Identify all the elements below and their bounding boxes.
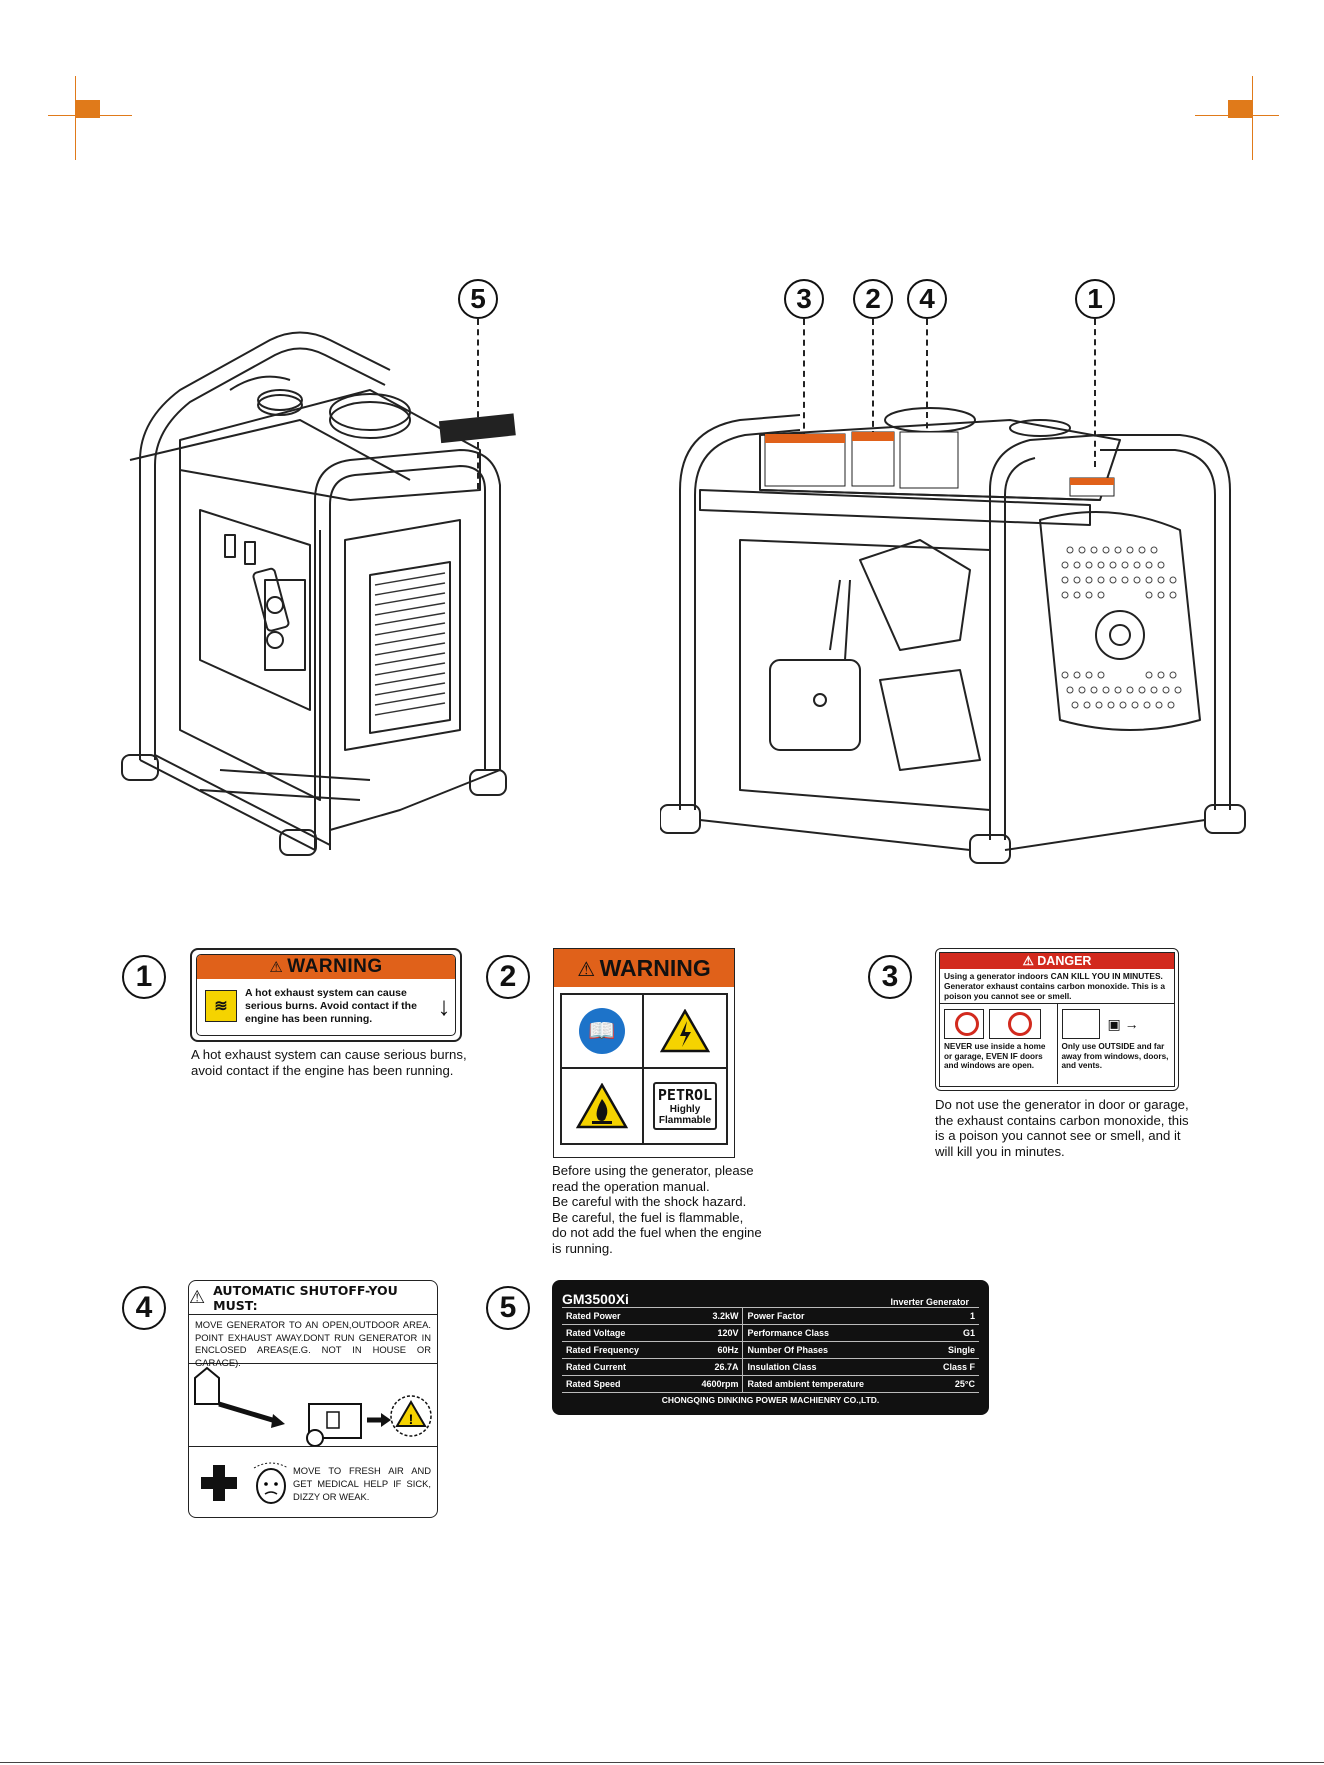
label-2-warning-symbols: ⚠ WARNING 📖 PETROL Highly Flammable — [553, 948, 735, 1158]
move-generator-outdoors-icon: ! — [194, 1366, 432, 1447]
label-1-header: ⚠ WARNING — [197, 955, 455, 979]
page-bottom-rule — [0, 1762, 1324, 1763]
read-manual-icon: 📖 — [579, 1008, 625, 1054]
label-3-danger-co: ⚠ DANGER Using a generator indoors CAN K… — [935, 948, 1179, 1091]
crop-mark-left-square — [76, 100, 100, 118]
label-4-text1: MOVE GENERATOR TO AN OPEN,OUTDOOR AREA. … — [189, 1315, 437, 1368]
label-number-2: 2 — [486, 955, 530, 999]
generator-outside-icon: ▣ → — [1107, 1015, 1139, 1032]
crop-mark-left-v — [75, 76, 76, 160]
label-2-header: ⚠ WARNING — [554, 949, 734, 987]
arrow-down-icon: ↓ — [437, 990, 451, 1021]
callout-4-leader — [926, 319, 928, 449]
label-3-only-text: Only use OUTSIDE and far away from windo… — [1061, 1042, 1169, 1070]
generator-type: Inverter Generator — [890, 1297, 969, 1307]
label-4-automatic-shutoff: ⚠ AUTOMATIC SHUTOFF-YOU MUST: MOVE GENER… — [188, 1280, 438, 1518]
petrol-badge: PETROL Highly Flammable — [653, 1082, 717, 1130]
no-house-icon — [944, 1009, 984, 1039]
crop-mark-right-v — [1252, 76, 1253, 160]
callout-5: 5 — [458, 279, 498, 319]
generator-rear-illustration — [660, 407, 1246, 864]
callout-3-leader — [803, 319, 805, 439]
label-number-1: 1 — [122, 955, 166, 999]
house-icon — [1061, 1009, 1100, 1039]
callout-4: 4 — [907, 279, 947, 319]
label-2-caption: Before using the generator, please read … — [552, 1163, 762, 1256]
warning-triangle-icon: ⚠ — [1022, 954, 1034, 968]
manufacturer-name: CHONGQING DINKING POWER MACHIENRY CO.,LT… — [661, 1395, 880, 1405]
dizzy-face-icon — [249, 1460, 293, 1506]
first-aid-cross-icon — [189, 1463, 249, 1503]
warning-cloud-icon: ⚠ — [189, 1287, 206, 1307]
hot-surface-icon: ≋ — [205, 990, 237, 1022]
label-1-hot-exhaust: ⚠ WARNING ≋ A hot exhaust system can cau… — [190, 948, 462, 1042]
callout-5-leader — [477, 319, 479, 489]
label-number-3: 3 — [868, 955, 912, 999]
label-3-line2: Generator exhaust contains carbon monoxi… — [940, 981, 1174, 1004]
label-number-4: 4 — [122, 1286, 166, 1330]
generator-front-illustration — [121, 331, 516, 856]
label-4-text2: MOVE TO FRESH AIR AND GET MEDICAL HELP I… — [293, 1464, 431, 1502]
callout-1-leader — [1094, 319, 1096, 467]
callout-3: 3 — [784, 279, 824, 319]
svg-text:!: ! — [409, 1411, 414, 1427]
crop-mark-right-square — [1228, 100, 1252, 118]
label-number-5: 5 — [486, 1286, 530, 1330]
label-3-header: ⚠ DANGER — [940, 953, 1174, 969]
label-3-never-text: NEVER use inside a home or garage, EVEN … — [944, 1042, 1046, 1070]
label-3-line1: Using a generator indoors CAN KILL YOU I… — [944, 971, 1163, 981]
callout-2-leader — [872, 319, 874, 437]
electric-shock-icon — [660, 1009, 710, 1053]
label-4-diagram: ! — [189, 1364, 437, 1447]
label-1-text: A hot exhaust system can cause serious b… — [245, 986, 417, 1025]
warning-triangle-icon: ⚠ — [577, 959, 596, 981]
label-1-caption: A hot exhaust system can cause serious b… — [191, 1047, 467, 1078]
warning-triangle-icon: ⚠ — [269, 959, 283, 976]
label-3-caption: Do not use the generator in door or gara… — [935, 1097, 1189, 1159]
callout-2: 2 — [853, 279, 893, 319]
flammable-icon — [576, 1083, 628, 1129]
no-garage-icon — [989, 1009, 1041, 1039]
model-name: GM3500Xi — [562, 1291, 629, 1307]
callout-1: 1 — [1075, 279, 1115, 319]
